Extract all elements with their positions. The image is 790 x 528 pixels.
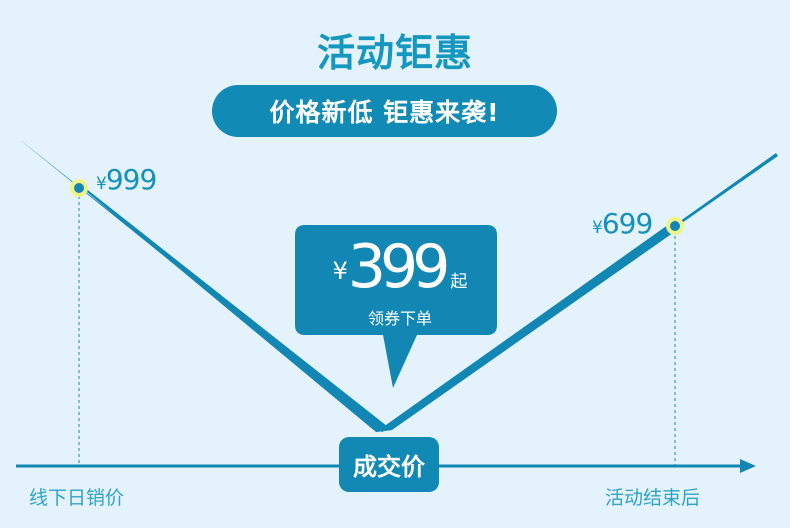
offline-price-marker [74,183,84,193]
offline-price-amount: 999 [105,163,157,196]
deal-price-currency: ¥ [332,257,348,285]
ascending-line-thick [376,222,680,432]
coupon-note: 领券下单 [367,309,432,328]
axis-left-label: 线下日销价 [29,487,125,509]
deal-price-amount: 399 [347,232,451,302]
after-price-currency: ¥ [592,218,603,238]
after-price-amount: 699 [601,207,653,240]
descending-line-thick [76,183,392,432]
after-price-marker [670,221,680,231]
deal-price-suffix: 起 [450,272,468,292]
deal-price-badge: 成交价 [339,437,439,492]
after-price-label: ¥699 [592,207,653,240]
offline-price-currency: ¥ [96,174,107,194]
timeline-arrow-icon [740,459,756,473]
subtitle-banner: 价格新低 钜惠来袭! [212,85,557,137]
deal-price-bubble [295,225,497,388]
offline-price-label: ¥999 [96,163,157,196]
axis-right-label: 活动结束后 [605,487,701,509]
page-title: 活动钜惠 [316,30,473,75]
